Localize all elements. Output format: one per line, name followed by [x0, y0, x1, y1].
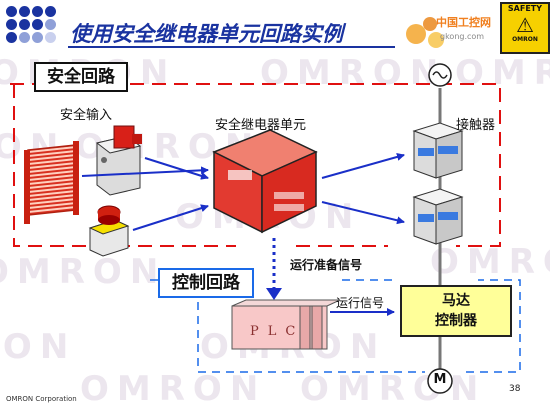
logo-site-name: 中国工控网 — [436, 16, 491, 29]
safety-circuit-label: 安全回路 — [34, 62, 128, 92]
safety-badge-brand: OMRON — [512, 36, 538, 43]
output-arrow — [321, 153, 405, 179]
plc-label: PLC — [250, 324, 305, 339]
plc-icon — [231, 299, 341, 350]
run-signal-label: 运行信号 — [336, 296, 385, 310]
input-arrow — [144, 157, 209, 180]
output-arrow — [321, 201, 405, 225]
motor-controller-line2: 控制器 — [435, 313, 477, 329]
watermark-logo: OMRON — [430, 242, 550, 282]
contactor-icon — [412, 122, 464, 179]
watermark-logo: OMRON — [80, 369, 267, 409]
watermark-logo: OMRON — [0, 252, 167, 292]
safety-badge-icon: ⚠ — [516, 13, 534, 37]
input-arrow — [132, 204, 209, 231]
safety-input-label: 安全输入 — [60, 108, 113, 123]
light-curtain-icon — [24, 141, 79, 224]
motor-symbol-label: M — [433, 372, 447, 387]
motor-icon — [427, 368, 453, 394]
page-number: 38 — [509, 384, 521, 394]
safety-badge-text: SAFETY — [507, 4, 543, 13]
motor-controller-box: 马达 控制器 — [400, 285, 512, 337]
logo-site-url: gkong.com — [440, 32, 485, 41]
contactor-label: 接触器 — [456, 118, 496, 133]
header-dots-icon — [6, 6, 62, 50]
relay-unit-label: 安全继电器单元 — [215, 118, 307, 133]
page-title: 使用安全继电器单元回路实例 — [70, 22, 343, 46]
emergency-stop-icon — [88, 205, 130, 257]
control-circuit-label: 控制回路 — [158, 268, 254, 298]
gkong-logo — [402, 10, 466, 50]
safety-circuit-border — [10, 83, 501, 247]
footer-company: OMRON Corporation — [6, 395, 77, 403]
run-ready-signal-label: 运行准备信号 — [290, 258, 363, 272]
door-switch-icon — [95, 125, 142, 196]
motor-controller-line1: 马达 — [442, 293, 470, 309]
contactor-icon — [412, 188, 464, 245]
control-circuit-border — [150, 279, 521, 373]
watermark-logo: OMRON — [0, 327, 77, 367]
safety-relay-unit-icon — [212, 129, 318, 234]
safety-badge: SAFETY ⚠ OMRON — [500, 2, 550, 54]
